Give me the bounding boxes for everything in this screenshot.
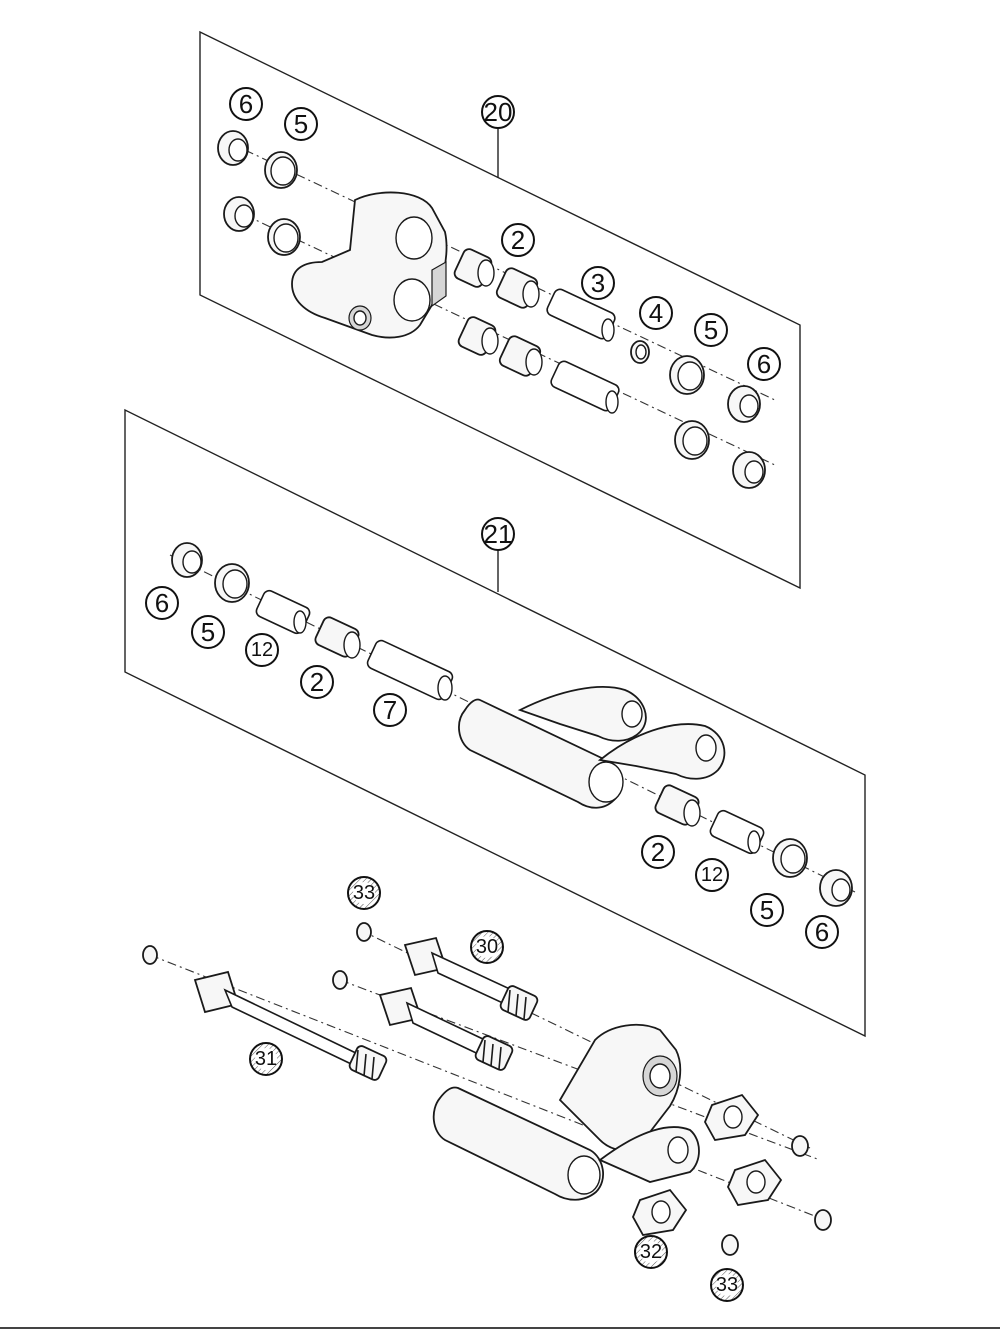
callout-top-5b: 5: [694, 313, 728, 347]
callout-mid-5a-label: 5: [201, 617, 215, 647]
callout-bot-30: 30: [470, 930, 504, 964]
nut-32-c: [632, 1188, 688, 1236]
panel-21-frame: [124, 408, 866, 1038]
bushing-2-top-a: [453, 248, 495, 288]
callout-top-6a-label: 6: [239, 89, 253, 119]
callout-mid-7-label: 7: [383, 695, 397, 725]
callout-bot-31: 31: [249, 1042, 283, 1076]
callout-20: 20: [481, 95, 515, 129]
callout-mid-12a: 12: [245, 633, 279, 667]
callout-mid-5b-label: 5: [760, 895, 774, 925]
ring-5-mid-left: [214, 563, 250, 603]
callout-mid-2a: 2: [300, 665, 334, 699]
bolt-30-lower: [378, 986, 514, 1071]
screw-33-e: [814, 1209, 832, 1231]
panel-21: 21 6 5 12 2 7 2 12: [124, 408, 866, 1038]
nut-32-b: [727, 1158, 783, 1206]
ring-5-top-right-lower: [674, 420, 710, 460]
bottom-assembly: 33 30 31 32 33: [142, 876, 832, 1302]
callout-bot-32: 32: [634, 1235, 668, 1269]
sleeve-3-top: [546, 288, 616, 342]
callout-mid-2b-label: 2: [651, 837, 665, 867]
ring-6-mid-left: [171, 542, 203, 578]
callout-bot-33b: 33: [710, 1268, 744, 1302]
panel-20-frame: [199, 30, 801, 590]
callout-21: 21: [481, 517, 515, 551]
bushing-2-top-d: [498, 335, 543, 377]
bushing-2-top-c: [457, 316, 499, 356]
bushing-2-top-b: [495, 267, 540, 309]
ring-6-top-left-lower: [223, 196, 255, 232]
callout-mid-12a-label: 12: [251, 639, 273, 661]
ring-5-top-left-lower: [267, 218, 301, 256]
ring-6-top-left: [217, 130, 249, 166]
callout-mid-2a-label: 2: [310, 667, 324, 697]
sleeve-3-top-lower: [550, 360, 620, 414]
callout-top-5b-label: 5: [704, 315, 718, 345]
callout-top-5a: 5: [284, 107, 318, 141]
screw-33-a: [142, 945, 158, 965]
ring-4-top: [630, 340, 650, 364]
callout-mid-2b: 2: [641, 835, 675, 869]
linkage-lever: [291, 191, 448, 339]
callout-mid-12b: 12: [695, 858, 729, 892]
callout-bot-31-label: 31: [255, 1048, 277, 1070]
callout-mid-6a-label: 6: [155, 588, 169, 618]
assembled-linkage: [432, 1023, 700, 1201]
callout-bot-32-label: 32: [640, 1241, 662, 1263]
callout-mid-6a: 6: [145, 586, 179, 620]
ring-6-top-right-lower: [732, 451, 766, 489]
callout-top-2-label: 2: [511, 225, 525, 255]
sleeve-12-mid-right: [709, 809, 765, 855]
callout-mid-6b: 6: [805, 915, 839, 949]
ring-5-mid-right: [772, 838, 808, 878]
callout-top-2: 2: [501, 223, 535, 257]
ring-5-top-right: [669, 355, 705, 395]
callout-mid-12b-label: 12: [701, 864, 723, 886]
ring-6-mid-right: [819, 869, 853, 907]
bushing-2-mid-left: [314, 616, 361, 659]
callout-bot-33a-label: 33: [353, 882, 375, 904]
callout-mid-6b-label: 6: [815, 917, 829, 947]
callout-bot-33b-label: 33: [716, 1274, 738, 1296]
nut-32-a: [704, 1093, 760, 1141]
callout-top-4-label: 4: [649, 298, 663, 328]
callout-top-6b-label: 6: [757, 349, 771, 379]
callout-bot-33a: 33: [347, 876, 381, 910]
bolt-30-upper: [403, 936, 539, 1021]
callout-top-5a-label: 5: [294, 109, 308, 139]
screw-33-c: [356, 922, 372, 942]
callout-top-3-label: 3: [591, 268, 605, 298]
screw-33-b: [332, 970, 348, 990]
screw-33-f: [721, 1234, 739, 1256]
sleeve-12-mid-left: [255, 589, 311, 635]
screw-33-d: [791, 1135, 809, 1157]
callout-top-6b: 6: [747, 347, 781, 381]
callout-top-4: 4: [639, 296, 673, 330]
callout-mid-5a: 5: [191, 615, 225, 649]
callout-20-label: 20: [484, 97, 513, 127]
ring-6-top-right: [727, 385, 761, 423]
callout-mid-7: 7: [373, 693, 407, 727]
bolt-31: [193, 970, 388, 1081]
bushing-2-mid-right: [654, 784, 701, 827]
callout-mid-5b: 5: [750, 893, 784, 927]
connecting-link: [458, 686, 726, 809]
callout-top-3: 3: [581, 266, 615, 300]
callout-bot-30-label: 30: [476, 936, 498, 958]
callout-21-label: 21: [484, 519, 513, 549]
callout-top-6a: 6: [229, 87, 263, 121]
ring-5-top-left: [264, 151, 298, 189]
panel-20: 20 6 5 2 3 4 5 6: [199, 30, 801, 590]
sleeve-7-mid: [366, 639, 454, 701]
